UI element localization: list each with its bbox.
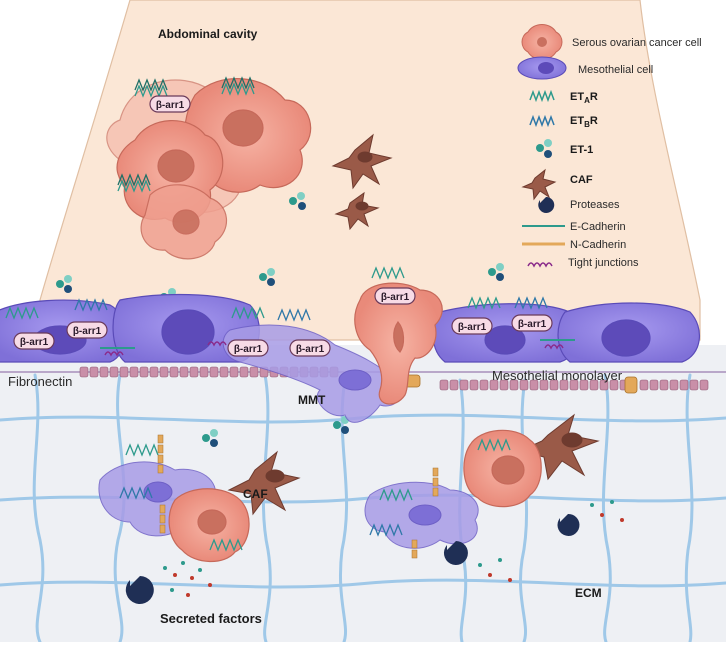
legend-proteases-text: Proteases	[570, 199, 620, 211]
caf-cells	[227, 133, 600, 516]
mesothelial-monolayer-label: Mesothelial monolayer	[492, 368, 623, 383]
caf-label: CAF	[243, 487, 268, 501]
beta-arr-badge-7: β-arr1	[451, 317, 493, 335]
legend-caf-text: CAF	[570, 174, 593, 186]
beta-arr-text: β-arr1	[234, 344, 263, 355]
legend-ecad-text: E-Cadherin	[570, 221, 626, 233]
legend-mesothelial-text: Mesothelial cell	[578, 64, 653, 76]
receptor-deep-set	[119, 438, 511, 552]
mmt-label: MMT	[298, 393, 326, 407]
beta-arr-text: β-arr1	[73, 326, 102, 337]
legend-ecad: E-Cadherin	[522, 221, 626, 233]
n-cadherin-chains	[157, 434, 439, 559]
beta-arr-badge-6: β-arr1	[374, 287, 416, 305]
legend-et1-text: ET-1	[570, 144, 593, 156]
legend-caf: CAF	[521, 168, 593, 201]
beta-arr-badge-2: β-arr1	[13, 332, 55, 350]
beta-arr-text: β-arr1	[296, 344, 325, 355]
legend-etbr: ETBR	[529, 114, 598, 129]
beta-arr-badge-4: β-arr1	[227, 339, 269, 357]
receptor-etar-cluster-3	[117, 173, 151, 193]
mesothelial-monolayer	[0, 293, 701, 363]
receptor-etar-cluster-1	[134, 78, 168, 98]
beta-arr-text: β-arr1	[518, 319, 547, 330]
deep-tumor-cells	[168, 429, 542, 563]
legend-mesothelial: Mesothelial cell	[517, 56, 653, 80]
fibronectin-label: Fibronectin	[8, 374, 72, 389]
legend-tj-text: Tight junctions	[568, 257, 639, 269]
legend-ncad: N-Cadherin	[522, 239, 626, 251]
receptor-etar-cluster-2	[221, 76, 255, 96]
legend-ncad-text: N-Cadherin	[570, 239, 626, 251]
receptor-monolayer-set	[5, 266, 548, 322]
beta-arr-badge-1: β-arr1	[149, 95, 191, 113]
beta-arr-text: β-arr1	[458, 322, 487, 333]
e-cadherin-junctions	[100, 339, 575, 357]
legend-tj: Tight junctions	[527, 257, 639, 269]
legend-serous: Serous ovarian cancer cell	[521, 24, 702, 60]
legend: Serous ovarian cancer cell Mesothelial c…	[517, 24, 702, 269]
beta-arr-text: β-arr1	[156, 100, 185, 111]
tumor-cluster	[106, 77, 312, 260]
invading-tumor-cell	[354, 282, 443, 405]
legend-etar: ETAR	[529, 89, 598, 105]
legend-et1: ET-1	[536, 139, 593, 158]
secreted-factors-label: Secreted factors	[160, 611, 262, 626]
abdominal-cavity-label: Abdominal cavity	[158, 27, 258, 41]
beta-arr-badge-8: β-arr1	[511, 314, 553, 332]
legend-etar-text: ETAR	[570, 91, 598, 105]
legend-serous-text: Serous ovarian cancer cell	[572, 37, 702, 49]
protease-icons	[125, 513, 580, 604]
ecm-label: ECM	[575, 586, 602, 600]
secreted-factors	[163, 500, 624, 597]
beta-arr-text: β-arr1	[381, 292, 410, 303]
beta-arr-badge-3: β-arr1	[66, 321, 108, 339]
beta-arr-badge-5: β-arr1	[289, 339, 331, 357]
legend-proteases: Proteases	[538, 196, 620, 213]
beta-arr-text: β-arr1	[20, 337, 49, 348]
legend-etbr-text: ETBR	[570, 115, 598, 129]
